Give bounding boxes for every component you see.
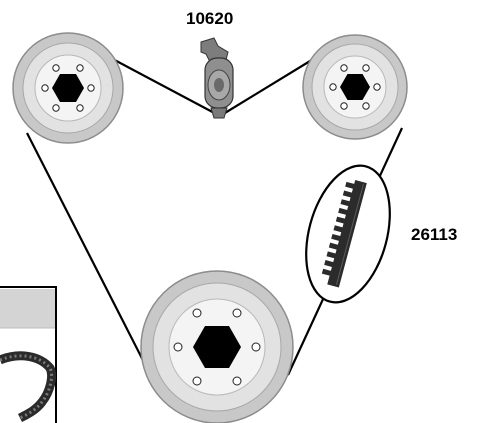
hex-hub [52, 74, 84, 102]
bolt-holes [329, 64, 381, 110]
pulley-bottom [140, 270, 294, 423]
bolt-holes [173, 308, 261, 386]
belt-segment [321, 180, 367, 288]
belt-callout [305, 164, 391, 304]
pulley-top-right [302, 34, 408, 140]
belt-inset-panel [0, 286, 57, 423]
pulley-top-left [12, 32, 124, 144]
tensioner-pulley [200, 37, 234, 119]
hex-hub [340, 74, 370, 100]
tensioner-part-number: 10620 [186, 9, 233, 28]
bolt-holes [41, 64, 95, 112]
hex-hub [193, 326, 241, 368]
belt-part-number: 26113 [411, 225, 457, 244]
